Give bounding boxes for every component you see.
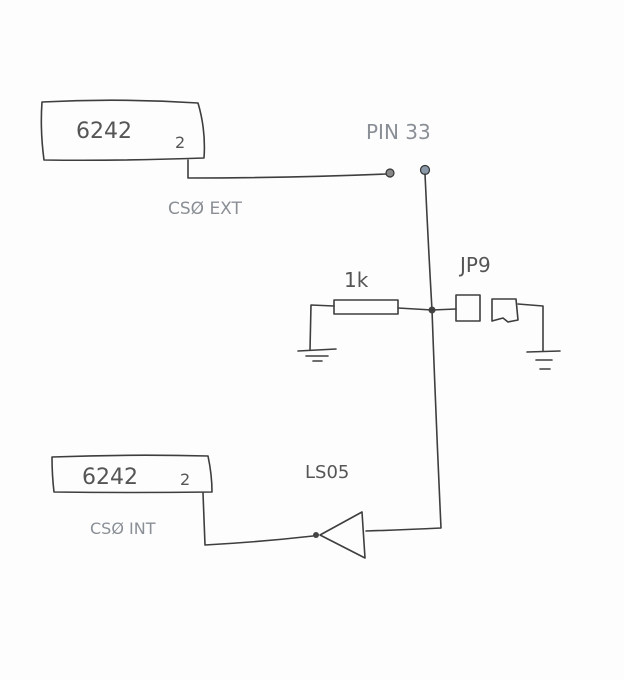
chip-top-pin: 2 (175, 133, 185, 152)
resistor-value: 1k (344, 268, 369, 292)
ground-icon (297, 348, 337, 362)
chip-top-part: 6242 (76, 119, 132, 144)
chip-bottom-box (51, 454, 213, 494)
chip-bottom-pin: 2 (180, 470, 190, 489)
chip-bottom-signal: CSØ INT (90, 519, 156, 538)
pin-33-contact-common (419, 164, 431, 176)
wire-common-net (365, 173, 442, 532)
wire-cs-ext (187, 159, 387, 179)
inverter-triangle (319, 511, 366, 559)
jumper-label: JP9 (458, 253, 491, 277)
pin-33-label: PIN 33 (366, 120, 431, 144)
wire-jumper-ground (517, 303, 544, 352)
jumper-pad-1 (455, 294, 481, 322)
chip-top-box (40, 99, 206, 162)
inverter-bubble (313, 532, 319, 538)
wire-jumper (431, 308, 457, 311)
ground-icon-2 (526, 350, 561, 370)
chip-bottom-part: 6242 (82, 465, 138, 490)
wire-resistor (309, 304, 433, 351)
jumper-pad-2 (491, 298, 519, 323)
chip-top-signal: CSØ EXT (168, 199, 243, 219)
resistor-body (333, 299, 399, 315)
pin-33-contact-ext (385, 168, 395, 178)
inverter-label: LS05 (305, 462, 349, 483)
wire-cs-int (202, 492, 314, 546)
